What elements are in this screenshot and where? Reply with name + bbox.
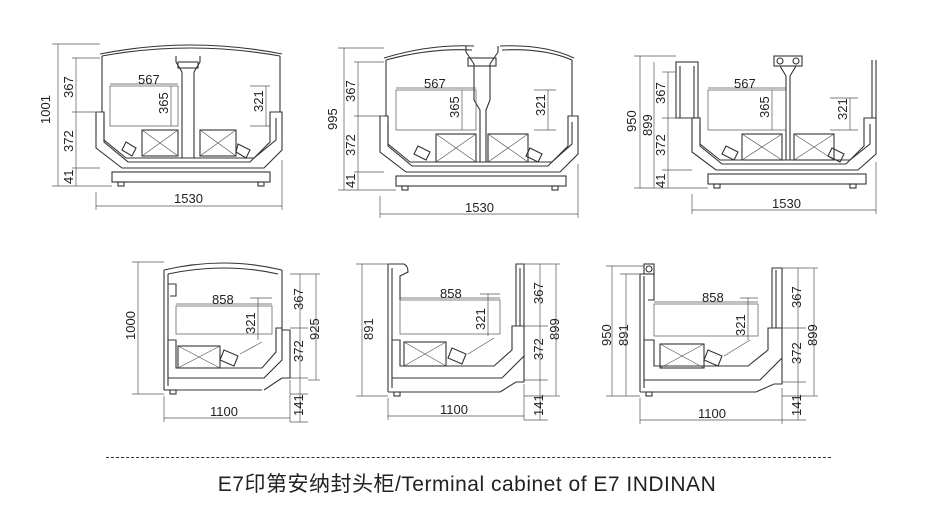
inner-width-label: 858 bbox=[702, 290, 724, 305]
inner-width-label: 567 bbox=[734, 76, 756, 91]
right-height-label: 321 bbox=[533, 94, 548, 116]
total-width-label: 1530 bbox=[174, 191, 203, 206]
inner-dimensions: 858 321 bbox=[653, 290, 759, 340]
total-height-label: 1001 bbox=[38, 95, 53, 124]
right-height-label: 321 bbox=[835, 98, 850, 120]
total-height-label: 891 bbox=[361, 318, 376, 340]
cabinet-outline bbox=[387, 263, 525, 397]
inner-height-label: 321 bbox=[243, 312, 258, 334]
total-width-label: 1100 bbox=[698, 406, 726, 421]
view-top-right: 567 365 321 950 899 367 372 41 bbox=[624, 55, 877, 214]
view-bottom-left: 858 321 1000 367 372 141 925 bbox=[123, 261, 322, 423]
upper-height-label: 367 bbox=[343, 80, 358, 102]
width-dimension: 1530 bbox=[95, 160, 283, 210]
inner-dimensions: 858 321 bbox=[399, 286, 501, 336]
cabinet-outline bbox=[675, 55, 877, 189]
inner-dimensions: 567 365 321 bbox=[109, 72, 270, 127]
inner-height-label: 365 bbox=[447, 96, 462, 118]
right-total-label: 899 bbox=[805, 324, 820, 346]
width-dimension: 1100 bbox=[163, 380, 291, 422]
right-height-label: 321 bbox=[251, 90, 266, 112]
total-height-label: 950 bbox=[624, 110, 639, 132]
right-lower-label: 372 bbox=[531, 338, 546, 360]
drawing-caption: E7印第安纳封头柜/Terminal cabinet of E7 INDINAN bbox=[217, 473, 717, 496]
total-width-label: 1530 bbox=[465, 200, 494, 215]
right-lower-label: 372 bbox=[291, 340, 306, 362]
base-height-label: 141 bbox=[789, 394, 804, 416]
lower-height-label: 372 bbox=[653, 134, 668, 156]
cabinet-outline bbox=[639, 263, 783, 397]
view-top-middle: 567 365 321 995 367 372 41 1530 bbox=[325, 45, 579, 218]
side-dimensions: 1000 367 372 141 925 bbox=[123, 261, 322, 423]
view-bottom-right: 858 321 950 891 367 372 141 899 bbox=[599, 263, 820, 424]
side-dimensions: 950 891 367 372 141 899 bbox=[599, 265, 820, 421]
total-width-label: 1100 bbox=[440, 402, 468, 417]
right-total-label: 925 bbox=[307, 318, 322, 340]
right-upper-label: 367 bbox=[531, 282, 546, 304]
total-height-label: 1000 bbox=[123, 311, 138, 340]
width-dimension: 1530 bbox=[691, 162, 877, 214]
total-height-label: 950 bbox=[599, 324, 614, 346]
base-height-label: 41 bbox=[61, 170, 76, 184]
side-dimensions: 891 367 372 141 899 bbox=[356, 263, 562, 421]
inner-width-label: 858 bbox=[440, 286, 462, 301]
inner-width-label: 567 bbox=[138, 72, 160, 87]
right-upper-label: 367 bbox=[291, 288, 306, 310]
lower-height-label: 372 bbox=[61, 130, 76, 152]
inner-width-label: 567 bbox=[424, 76, 446, 91]
dashed-divider bbox=[106, 457, 831, 458]
total-height-label: 995 bbox=[325, 108, 340, 130]
inner-dimensions: 567 365 321 bbox=[395, 76, 556, 131]
side-dimensions: 950 899 367 372 41 bbox=[624, 55, 708, 189]
lower-height-label: 372 bbox=[343, 134, 358, 156]
right-total-label: 899 bbox=[547, 318, 562, 340]
base-height-label: 141 bbox=[291, 394, 306, 416]
inner-height-label: 365 bbox=[757, 96, 772, 118]
cabinet-outline bbox=[163, 262, 291, 395]
inner-dimensions: 567 365 321 bbox=[707, 76, 858, 131]
width-dimension: 1100 bbox=[387, 384, 525, 420]
inner-dimensions: 858 321 bbox=[175, 292, 273, 340]
inner-height-label: 365 bbox=[156, 92, 171, 114]
inner-height-label: 321 bbox=[473, 308, 488, 330]
width-dimension: 1100 bbox=[639, 388, 783, 424]
inner-width-label: 858 bbox=[212, 292, 234, 307]
cabinet-outline bbox=[379, 45, 579, 191]
total-height-2-label: 899 bbox=[640, 114, 655, 136]
total-width-label: 1100 bbox=[210, 404, 238, 419]
side-dimensions: 1001 367 372 41 bbox=[38, 43, 112, 187]
upper-height-label: 367 bbox=[653, 82, 668, 104]
base-height-label: 41 bbox=[343, 174, 358, 188]
width-dimension: 1530 bbox=[379, 164, 579, 218]
upper-height-label: 367 bbox=[61, 76, 76, 98]
cabinet-outline bbox=[95, 44, 283, 187]
right-upper-label: 367 bbox=[789, 286, 804, 308]
right-lower-label: 372 bbox=[789, 342, 804, 364]
total-width-label: 1530 bbox=[772, 196, 801, 211]
inner-height-label: 321 bbox=[733, 314, 748, 336]
view-bottom-middle: 858 321 891 367 372 141 899 bbox=[356, 263, 562, 421]
side-dimensions: 995 367 372 41 bbox=[325, 47, 396, 191]
total-height-2-label: 891 bbox=[616, 324, 631, 346]
base-height-label: 41 bbox=[653, 174, 668, 188]
base-height-label: 141 bbox=[531, 394, 546, 416]
view-top-left: 567 365 321 1001 367 372 41 1530 bbox=[38, 43, 283, 210]
